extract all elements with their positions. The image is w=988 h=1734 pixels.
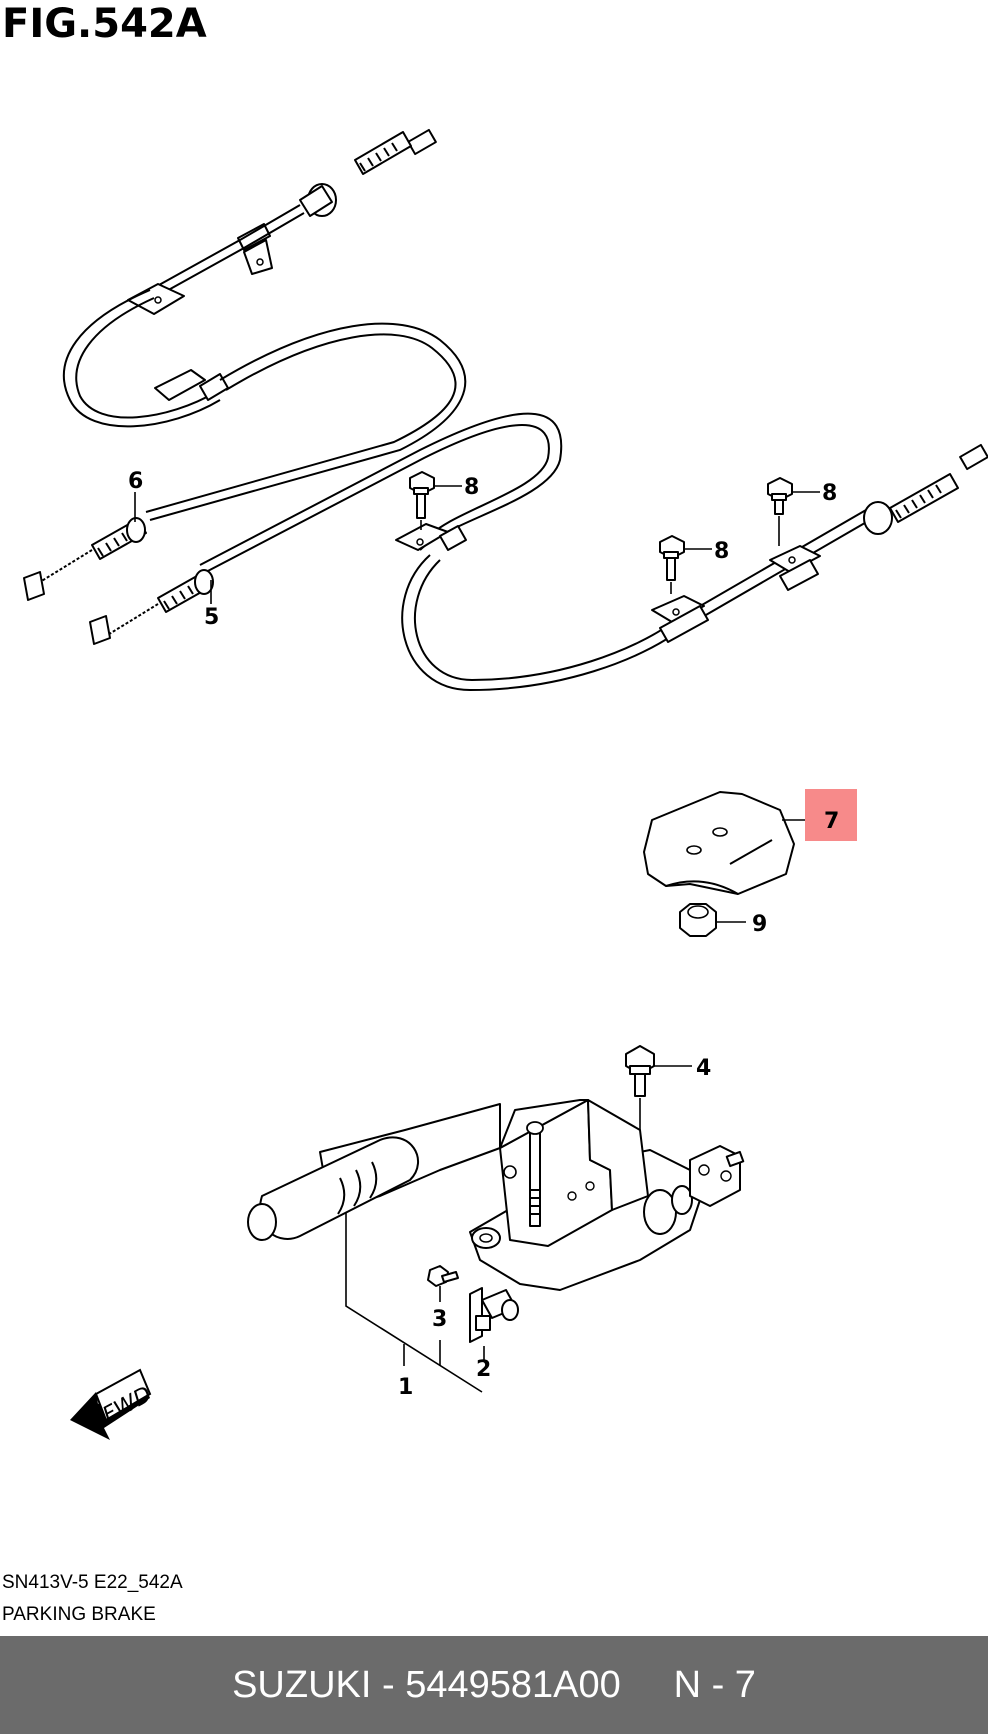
callout-9[interactable]: 9: [752, 912, 767, 937]
switch-2[interactable]: [469, 1287, 519, 1362]
callout-3[interactable]: 3: [432, 1307, 447, 1332]
callout-4[interactable]: 4: [696, 1056, 711, 1081]
cable-6[interactable]: [23, 128, 467, 601]
parking-brake-diagram: FWD 6 5 8 8 8 7 9 4 3 2 1: [23, 128, 988, 1440]
callout-8-right[interactable]: 8: [822, 481, 837, 506]
bolt-8-left[interactable]: [409, 471, 462, 530]
nut-9[interactable]: [679, 903, 746, 937]
callout-7-highlight: [805, 789, 857, 841]
footer-separator: -: [381, 1663, 395, 1706]
callout-2[interactable]: 2: [476, 1357, 491, 1382]
footer-part-number: 5449581A00: [405, 1663, 621, 1706]
footer-position: N - 7: [673, 1663, 756, 1706]
cover-7[interactable]: [643, 791, 805, 895]
diagram-caption: PARKING BRAKE: [2, 1604, 156, 1625]
bolt-8-middle[interactable]: [659, 535, 712, 594]
fwd-arrow-icon: FWD: [70, 1368, 156, 1440]
callout-8-middle[interactable]: 8: [714, 539, 729, 564]
footer-brand: SUZUKI: [232, 1663, 372, 1706]
cable-5[interactable]: [89, 412, 988, 692]
callout-7[interactable]: 7: [824, 809, 839, 834]
bolt-4[interactable]: [625, 1045, 692, 1160]
callout-1[interactable]: 1: [398, 1375, 413, 1400]
parking-brake-lever-1[interactable]: [247, 1099, 745, 1393]
bolt-8-right[interactable]: [767, 477, 820, 546]
footer-bar: SUZUKI - 5449581A00 N - 7: [0, 1636, 988, 1734]
figure-title: FIG.542A: [2, 1, 207, 47]
callout-5[interactable]: 5: [204, 605, 219, 630]
callout-8-left[interactable]: 8: [464, 475, 479, 500]
screw-3[interactable]: [427, 1265, 459, 1366]
callout-6[interactable]: 6: [128, 469, 143, 494]
diagram-code: SN413V-5 E22_542A: [2, 1572, 183, 1593]
